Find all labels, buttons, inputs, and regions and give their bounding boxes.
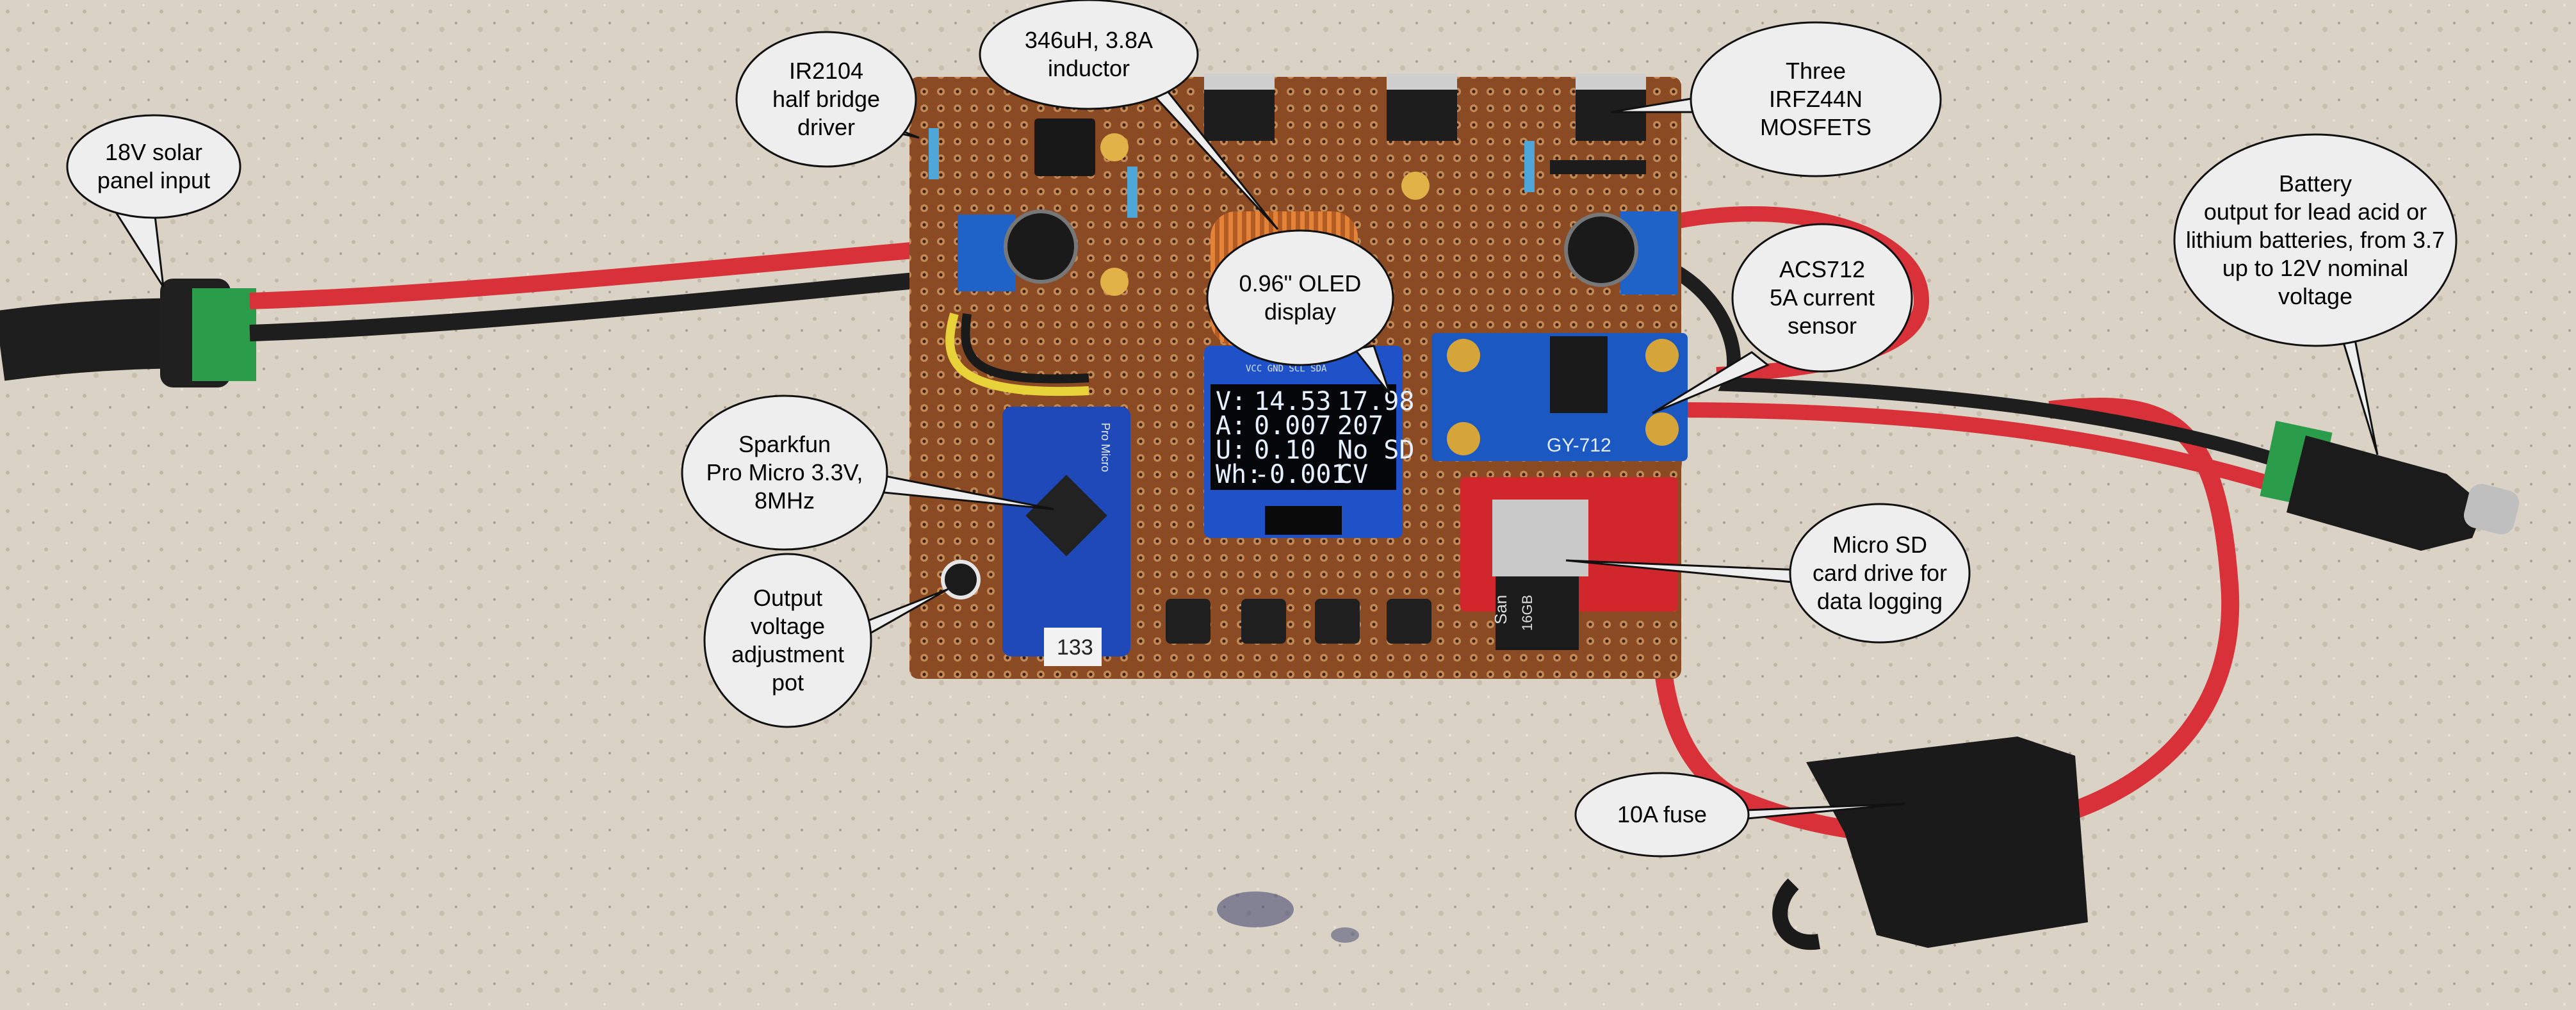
callout-oled: 0.96" OLED display (1217, 240, 1383, 355)
output-jack (2287, 436, 2485, 551)
oled-row-extra: 207 (1337, 411, 1383, 441)
tag-label: 133 (1057, 635, 1093, 660)
resistor (929, 128, 939, 179)
board-wire-yellow (945, 313, 1089, 396)
output-wire-black (1668, 263, 2283, 468)
input-wire-red (249, 238, 956, 309)
oled-row-value: 0.007 (1254, 411, 1331, 441)
resistor (1127, 167, 1137, 218)
callout-balloons (66, 0, 2458, 858)
callout-battery-output: Battery output for lead acid or lithium … (2181, 147, 2450, 333)
mosfet-group (1204, 74, 1646, 141)
ir2104-chip (1034, 118, 1095, 176)
output-jack-tip (2463, 484, 2520, 535)
oled-row-value: 14.53 (1254, 387, 1331, 416)
diode (1550, 160, 1646, 174)
oled-row-value: -0.001 (1254, 460, 1347, 489)
oled-row-extra: 17.98 (1337, 387, 1414, 416)
resistor (1524, 141, 1535, 192)
output-capacitor (1564, 213, 1638, 287)
oled-ribbon (1265, 506, 1342, 535)
sd-slot (1492, 500, 1588, 576)
callout-pot: Output voltage adjustment pot (714, 564, 861, 717)
callout-sd-card-text: Micro SD card drive for data logging (1812, 532, 1948, 614)
callout-mosfets-text: Three IRFZ44N MOSFETS (1759, 58, 1871, 140)
ceramic-capacitor (1401, 172, 1430, 200)
callout-battery-output-text: Battery output for lead acid or lithium … (2185, 170, 2445, 309)
sd-card (1496, 576, 1579, 650)
callout-pro-micro-text: Sparkfun Pro Micro 3.3V, 8MHz (706, 431, 863, 514)
callout-pot-text: Output voltage adjustment pot (731, 585, 845, 696)
acs712-mount-hole (1645, 339, 1679, 372)
oled-row-extra: No SD (1337, 436, 1414, 465)
acs712-label: GY-712 (1547, 435, 1611, 456)
acs712-mount-hole (1447, 339, 1480, 372)
ceramic-capacitor (1100, 133, 1129, 161)
ceramic-capacitor (1100, 268, 1129, 296)
oled-row-label: Wh: (1216, 460, 1262, 489)
callout-sd-card: Micro SD card drive for data logging (1800, 512, 1960, 634)
acs712-terminal (1550, 336, 1608, 413)
callout-inductor-text: 346uH, 3.8A inductor (1024, 27, 1153, 81)
callout-oled-text: 0.96" OLED display (1239, 270, 1362, 325)
fuse-strap (1772, 878, 1820, 950)
input-capacitor (1004, 209, 1078, 284)
callout-acs712-text: ACS712 5A current sensor (1769, 256, 1875, 339)
stain (1217, 892, 1294, 927)
callout-ir2104-text: IR2104 half bridge driver (772, 58, 881, 140)
input-terminal-green (192, 288, 256, 381)
sd-card-brand: San (1491, 595, 1510, 624)
trim-pot (941, 560, 981, 599)
acs712-mount-hole (1447, 422, 1480, 455)
callout-inductor: 346uH, 3.8A inductor (993, 10, 1185, 99)
callout-acs712: ACS712 5A current sensor (1742, 234, 1902, 362)
callout-solar-input: 18V solar panel input (77, 125, 231, 208)
oled-row-label: U: (1216, 436, 1246, 465)
oled-row-value: 0.10 (1254, 436, 1316, 465)
oled-screen (1211, 384, 1396, 490)
oled-row-label: V: (1216, 387, 1246, 416)
stain (1331, 927, 1359, 943)
oled-row-extra: CV (1337, 460, 1368, 489)
callout-fuse-text: 10A fuse (1617, 801, 1708, 827)
input-wire-black (249, 268, 956, 341)
oled-header: VCC GND SCL SDA (1246, 364, 1327, 374)
callout-mosfets: Three IRFZ44N MOSFETS (1707, 35, 1925, 163)
oled-row-label: A: (1216, 411, 1246, 441)
pro-micro-chip (1025, 475, 1107, 557)
pro-micro-label: Pro Micro (1099, 423, 1112, 472)
callout-fuse: 10A fuse (1585, 779, 1739, 850)
acs712-mount-hole (1645, 412, 1679, 446)
push-button-row (1166, 599, 1431, 644)
fuse-holder (1806, 737, 2088, 948)
output-wire-red (1677, 402, 2283, 494)
tag-sticker (1044, 628, 1102, 666)
sd-card-size: 16GB (1519, 595, 1535, 631)
callout-solar-input-text: 18V solar panel input (97, 139, 211, 193)
callout-pro-micro: Sparkfun Pro Micro 3.3V, 8MHz (692, 409, 877, 537)
callout-ir2104: IR2104 half bridge driver (746, 42, 906, 157)
board-wire-black (961, 313, 1089, 384)
